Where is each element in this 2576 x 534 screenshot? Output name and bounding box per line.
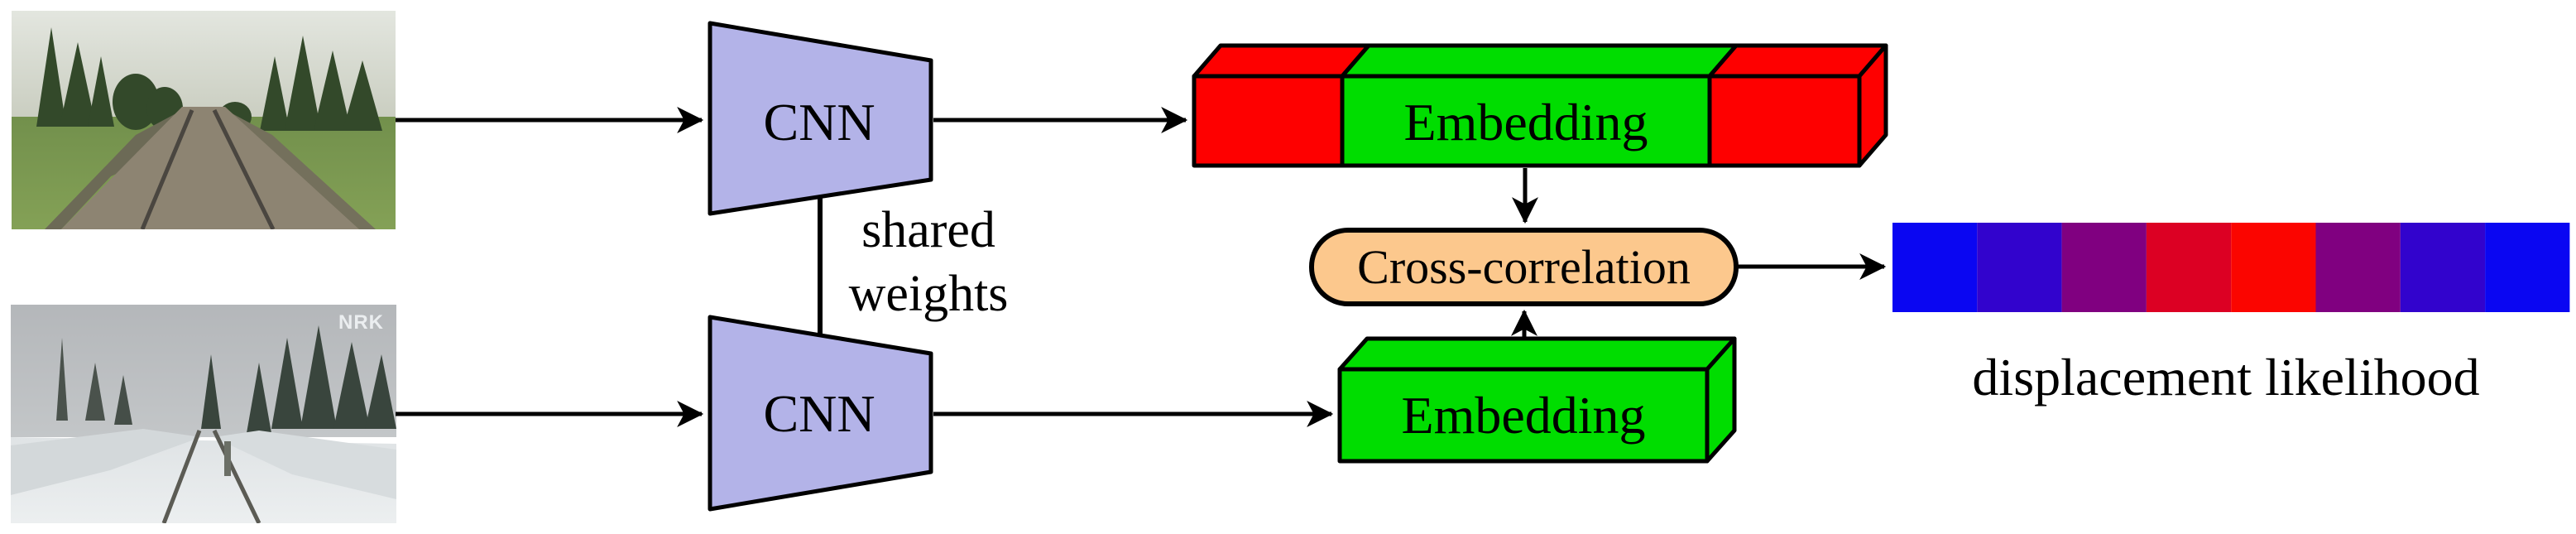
winter-signal-post (224, 441, 231, 476)
cnn-block-top (708, 21, 933, 216)
embedding-top-front-red-left (1192, 74, 1345, 168)
heatmap-cell-1 (1892, 223, 1978, 312)
summer-scene-illustration (12, 11, 396, 229)
embedding-box-bottom (1337, 336, 1737, 464)
input-image-summer (12, 11, 396, 229)
cross-correlation-node (1309, 228, 1739, 306)
winter-scene-illustration (11, 305, 396, 523)
arrows-group (396, 106, 1887, 428)
summer-rails (140, 108, 276, 229)
broadcaster-watermark: NRK (338, 311, 384, 334)
summer-track-cut (45, 108, 376, 229)
summer-trackbed (61, 107, 359, 229)
shared-weights-line2: weights (848, 266, 1009, 322)
embedding-top-topface-red-right (1707, 43, 1888, 79)
heatmap-cell-7 (2400, 223, 2486, 312)
embedding-box-top (1192, 43, 1888, 168)
likelihood-heatmap-bar (1892, 223, 2570, 312)
embedding-bottom-front (1337, 367, 1710, 464)
input-image-winter: NRK (11, 305, 396, 523)
shared-weights-line1: shared (861, 202, 995, 258)
heatmap-cell-5 (2231, 223, 2316, 312)
winter-snowbank-left (11, 429, 201, 495)
embedding-top-front-red-right (1707, 74, 1862, 168)
heatmap-cell-2 (1977, 223, 2062, 312)
heatmap-cell-6 (2315, 223, 2401, 312)
heatmap-cell-3 (2061, 223, 2147, 312)
cnn-block-bottom (708, 315, 933, 512)
winter-trees (56, 325, 396, 433)
embedding-bottom-topface (1337, 336, 1737, 372)
embedding-top-topface-red-left (1192, 43, 1371, 79)
shared-weights-label: shared weights (804, 199, 1053, 326)
heatmap-cell-4 (2146, 223, 2232, 312)
embedding-top-front-green (1340, 74, 1712, 168)
winter-snowbank-right (213, 431, 396, 499)
heatmap-cell-8 (2485, 223, 2570, 312)
winter-rails (161, 429, 261, 523)
embedding-top-topface-green (1340, 43, 1739, 79)
